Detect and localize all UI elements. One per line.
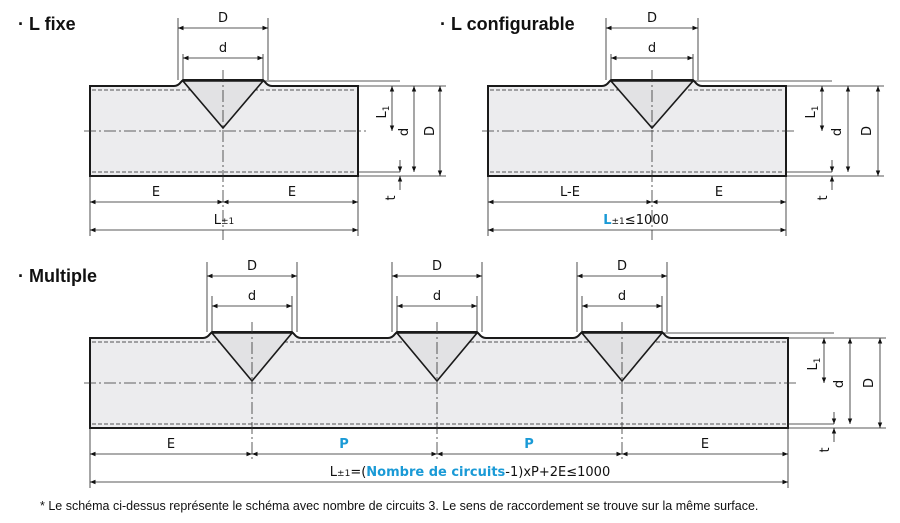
dim-L-formula-label: L±1=(Nombre de circuits-1)xP+2E≤1000 (330, 465, 610, 480)
dim-P-2-label: P (524, 437, 534, 452)
dim-E-right-label: E (701, 437, 709, 452)
dim-d-label: d (618, 289, 626, 304)
dim-t-label: t (816, 195, 831, 200)
section-title-fixe: · L fixe (18, 14, 76, 34)
footnote: * Le schéma ci-dessus représente le sché… (40, 499, 758, 513)
dim-D-label: D (432, 259, 442, 274)
section-title-multiple: · Multiple (18, 266, 97, 286)
dim-d-label: d (219, 41, 227, 56)
dim-d-vertical-label: d (397, 128, 412, 136)
dim-E-left-label: E (152, 185, 160, 200)
dim-t-label: t (818, 447, 833, 452)
dim-D-label: D (247, 259, 257, 274)
dim-D-label: D (647, 11, 657, 26)
dim-D-vertical-label: D (860, 126, 875, 136)
dim-L1-label: L1 (804, 106, 821, 119)
section-l-configurable: · L configurable D d L1 d D t L-E E (440, 11, 884, 240)
dim-D-vertical-label: D (423, 126, 438, 136)
dim-t-label: t (384, 195, 399, 200)
dim-d-label: d (433, 289, 441, 304)
dim-E-right-label: E (288, 185, 296, 200)
dim-L1-label: L1 (806, 358, 823, 371)
dim-P-1-label: P (339, 437, 349, 452)
dim-d-label: d (248, 289, 256, 304)
dim-E-left-label: E (167, 437, 175, 452)
dim-d-label: d (648, 41, 656, 56)
section-l-fixe: · L fixe D d L1 d D t (18, 11, 446, 240)
dim-E-label: E (715, 185, 723, 200)
dim-D-label: D (617, 259, 627, 274)
section-title-configurable: · L configurable (440, 14, 575, 34)
dim-L1-label: L1 (375, 106, 392, 119)
dim-L-minus-E-label: L-E (560, 185, 580, 200)
dim-D-vertical-label: D (862, 378, 877, 388)
dim-L-label: L±1 (214, 213, 235, 228)
dim-L-max-label: L±1≤1000 (603, 213, 669, 228)
pipe-body (487, 79, 787, 177)
section-multiple: · Multiple D d D d D d (18, 259, 886, 488)
dim-d-vertical-label: d (832, 380, 847, 388)
dim-d-vertical-label: d (830, 128, 845, 136)
dim-D-label: D (218, 11, 228, 26)
